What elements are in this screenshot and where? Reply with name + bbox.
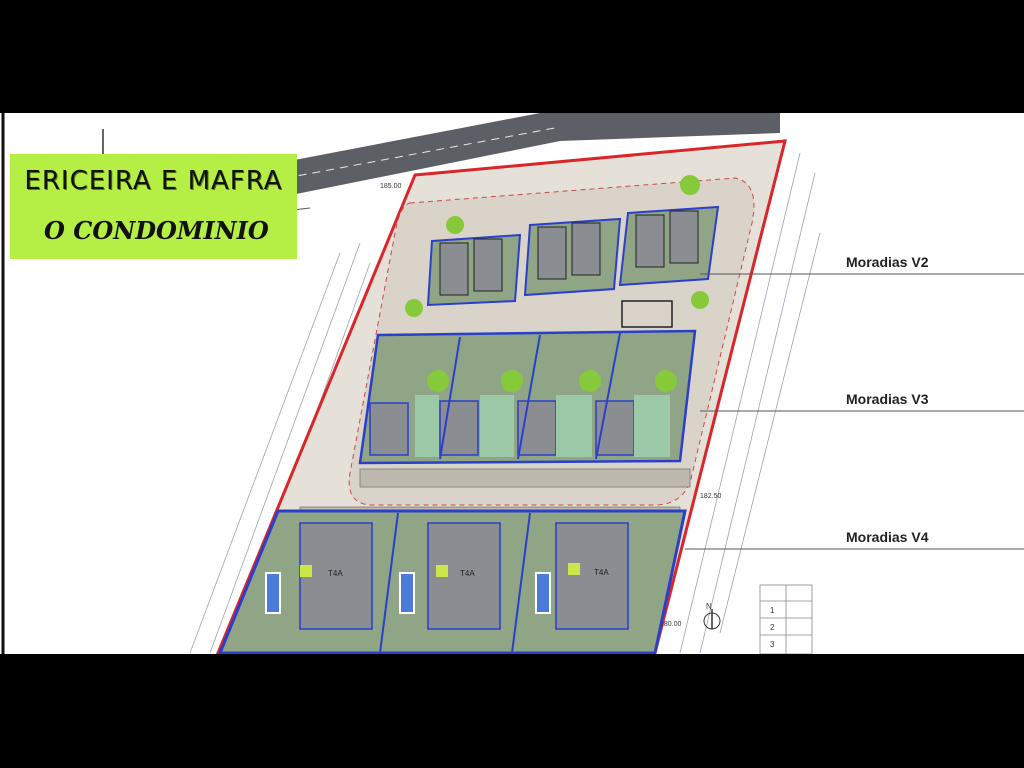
label-moradias-v2: Moradias V2 — [846, 254, 929, 270]
label-moradias-v3: Moradias V3 — [846, 391, 929, 407]
level-mark-mid: 182.50 — [700, 493, 722, 500]
table-row-1: 1 — [770, 606, 775, 615]
level-mark-bottom: 180.00 — [660, 621, 682, 628]
v3-houses — [358, 329, 697, 465]
north-label: N — [706, 602, 712, 611]
banner-subtitle: O CONDOMINIO — [44, 216, 269, 245]
legend-table: 1 2 3 — [759, 584, 813, 654]
site-plan-drawing: T4A T4A T4A 185.00 182.50 180.00 N — [1, 113, 1024, 654]
north-arrow-icon: N — [703, 602, 721, 630]
label-moradias-v4: Moradias V4 — [846, 529, 929, 545]
banner-title: ERICEIRA E MAFRA — [24, 166, 283, 196]
v4-houses: T4A T4A T4A — [217, 509, 687, 654]
trees — [405, 175, 709, 392]
v2-houses — [426, 205, 720, 328]
site-plan-canvas: T4A T4A T4A 185.00 182.50 180.00 N — [0, 113, 1024, 654]
level-mark-top: 185.00 — [380, 183, 402, 190]
table-row-3: 3 — [770, 640, 775, 649]
table-row-2: 2 — [770, 623, 775, 632]
t4a-label-3: T4A — [594, 568, 609, 577]
t4a-label-1: T4A — [328, 569, 343, 578]
title-banner: ERICEIRA E MAFRA O CONDOMINIO — [10, 154, 297, 259]
t4a-label-2: T4A — [460, 569, 475, 578]
